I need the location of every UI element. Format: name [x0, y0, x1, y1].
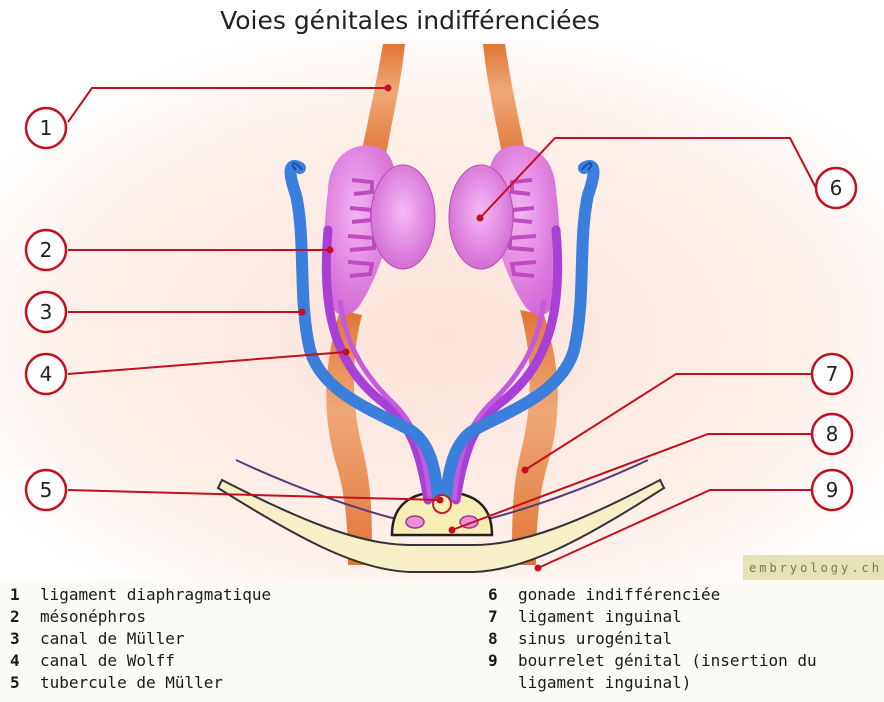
- legend-number: 6: [478, 584, 518, 606]
- callout-4: 4: [26, 354, 66, 394]
- callout-label-7: 7: [826, 362, 839, 386]
- legend-item: 3 canal de Müller: [0, 628, 271, 650]
- legend-text: bourrelet génital (insertion du: [518, 650, 817, 672]
- callout-label-5: 5: [40, 478, 53, 502]
- legend-text: gonade indifférenciée: [518, 584, 720, 606]
- legend-text: ligament inguinal: [518, 606, 682, 628]
- legend-item: 2 mésonéphros: [0, 606, 271, 628]
- callout-8: 8: [812, 414, 852, 454]
- legend-text: canal de Wolff: [40, 650, 175, 672]
- legend-item: 4 canal de Wolff: [0, 650, 271, 672]
- legend-column-left: 1 ligament diaphragmatique 2 mésonéphros…: [0, 584, 271, 694]
- legend-column-right: 6 gonade indifférenciée 7 ligament ingui…: [478, 584, 817, 694]
- legend-text: sinus urogénital: [518, 628, 672, 650]
- gonad-left: [371, 165, 435, 269]
- legend-text: tubercule de Müller: [40, 672, 223, 694]
- legend-item: 1 ligament diaphragmatique: [0, 584, 271, 606]
- legend-number: 8: [478, 628, 518, 650]
- callout-9: 9: [812, 470, 852, 510]
- legend-number: 9: [478, 650, 518, 672]
- watermark-label: embryology.ch: [743, 555, 884, 581]
- legend-text: ligament inguinal): [518, 672, 691, 694]
- callout-7: 7: [812, 354, 852, 394]
- legend-item: 5 tubercule de Müller: [0, 672, 271, 694]
- legend-item: 8 sinus urogénital: [478, 628, 817, 650]
- legend-item: 7 ligament inguinal: [478, 606, 817, 628]
- legend-text: ligament diaphragmatique: [40, 584, 271, 606]
- legend-number: 7: [478, 606, 518, 628]
- legend: 1 ligament diaphragmatique 2 mésonéphros…: [0, 580, 884, 702]
- legend-number: [478, 672, 518, 694]
- legend-text: canal de Müller: [40, 628, 185, 650]
- sinus-opening-left: [406, 516, 424, 528]
- callout-label-8: 8: [826, 422, 839, 446]
- legend-text: mésonéphros: [40, 606, 146, 628]
- legend-number: 5: [0, 672, 40, 694]
- callout-label-6: 6: [830, 176, 843, 200]
- callout-label-2: 2: [40, 238, 53, 262]
- callout-1: 1: [26, 108, 66, 148]
- legend-item: 9 bourrelet génital (insertion du: [478, 650, 817, 672]
- callout-label-9: 9: [826, 478, 839, 502]
- callout-6: 6: [816, 168, 856, 208]
- callout-label-3: 3: [40, 300, 53, 324]
- legend-number: 3: [0, 628, 40, 650]
- callout-3: 3: [26, 292, 66, 332]
- callout-2: 2: [26, 230, 66, 270]
- legend-number: 4: [0, 650, 40, 672]
- callout-label-1: 1: [40, 116, 53, 140]
- callout-label-4: 4: [40, 362, 53, 386]
- callout-5: 5: [26, 470, 66, 510]
- legend-number: 2: [0, 606, 40, 628]
- legend-item: ligament inguinal): [478, 672, 817, 694]
- legend-item: 6 gonade indifférenciée: [478, 584, 817, 606]
- legend-number: 1: [0, 584, 40, 606]
